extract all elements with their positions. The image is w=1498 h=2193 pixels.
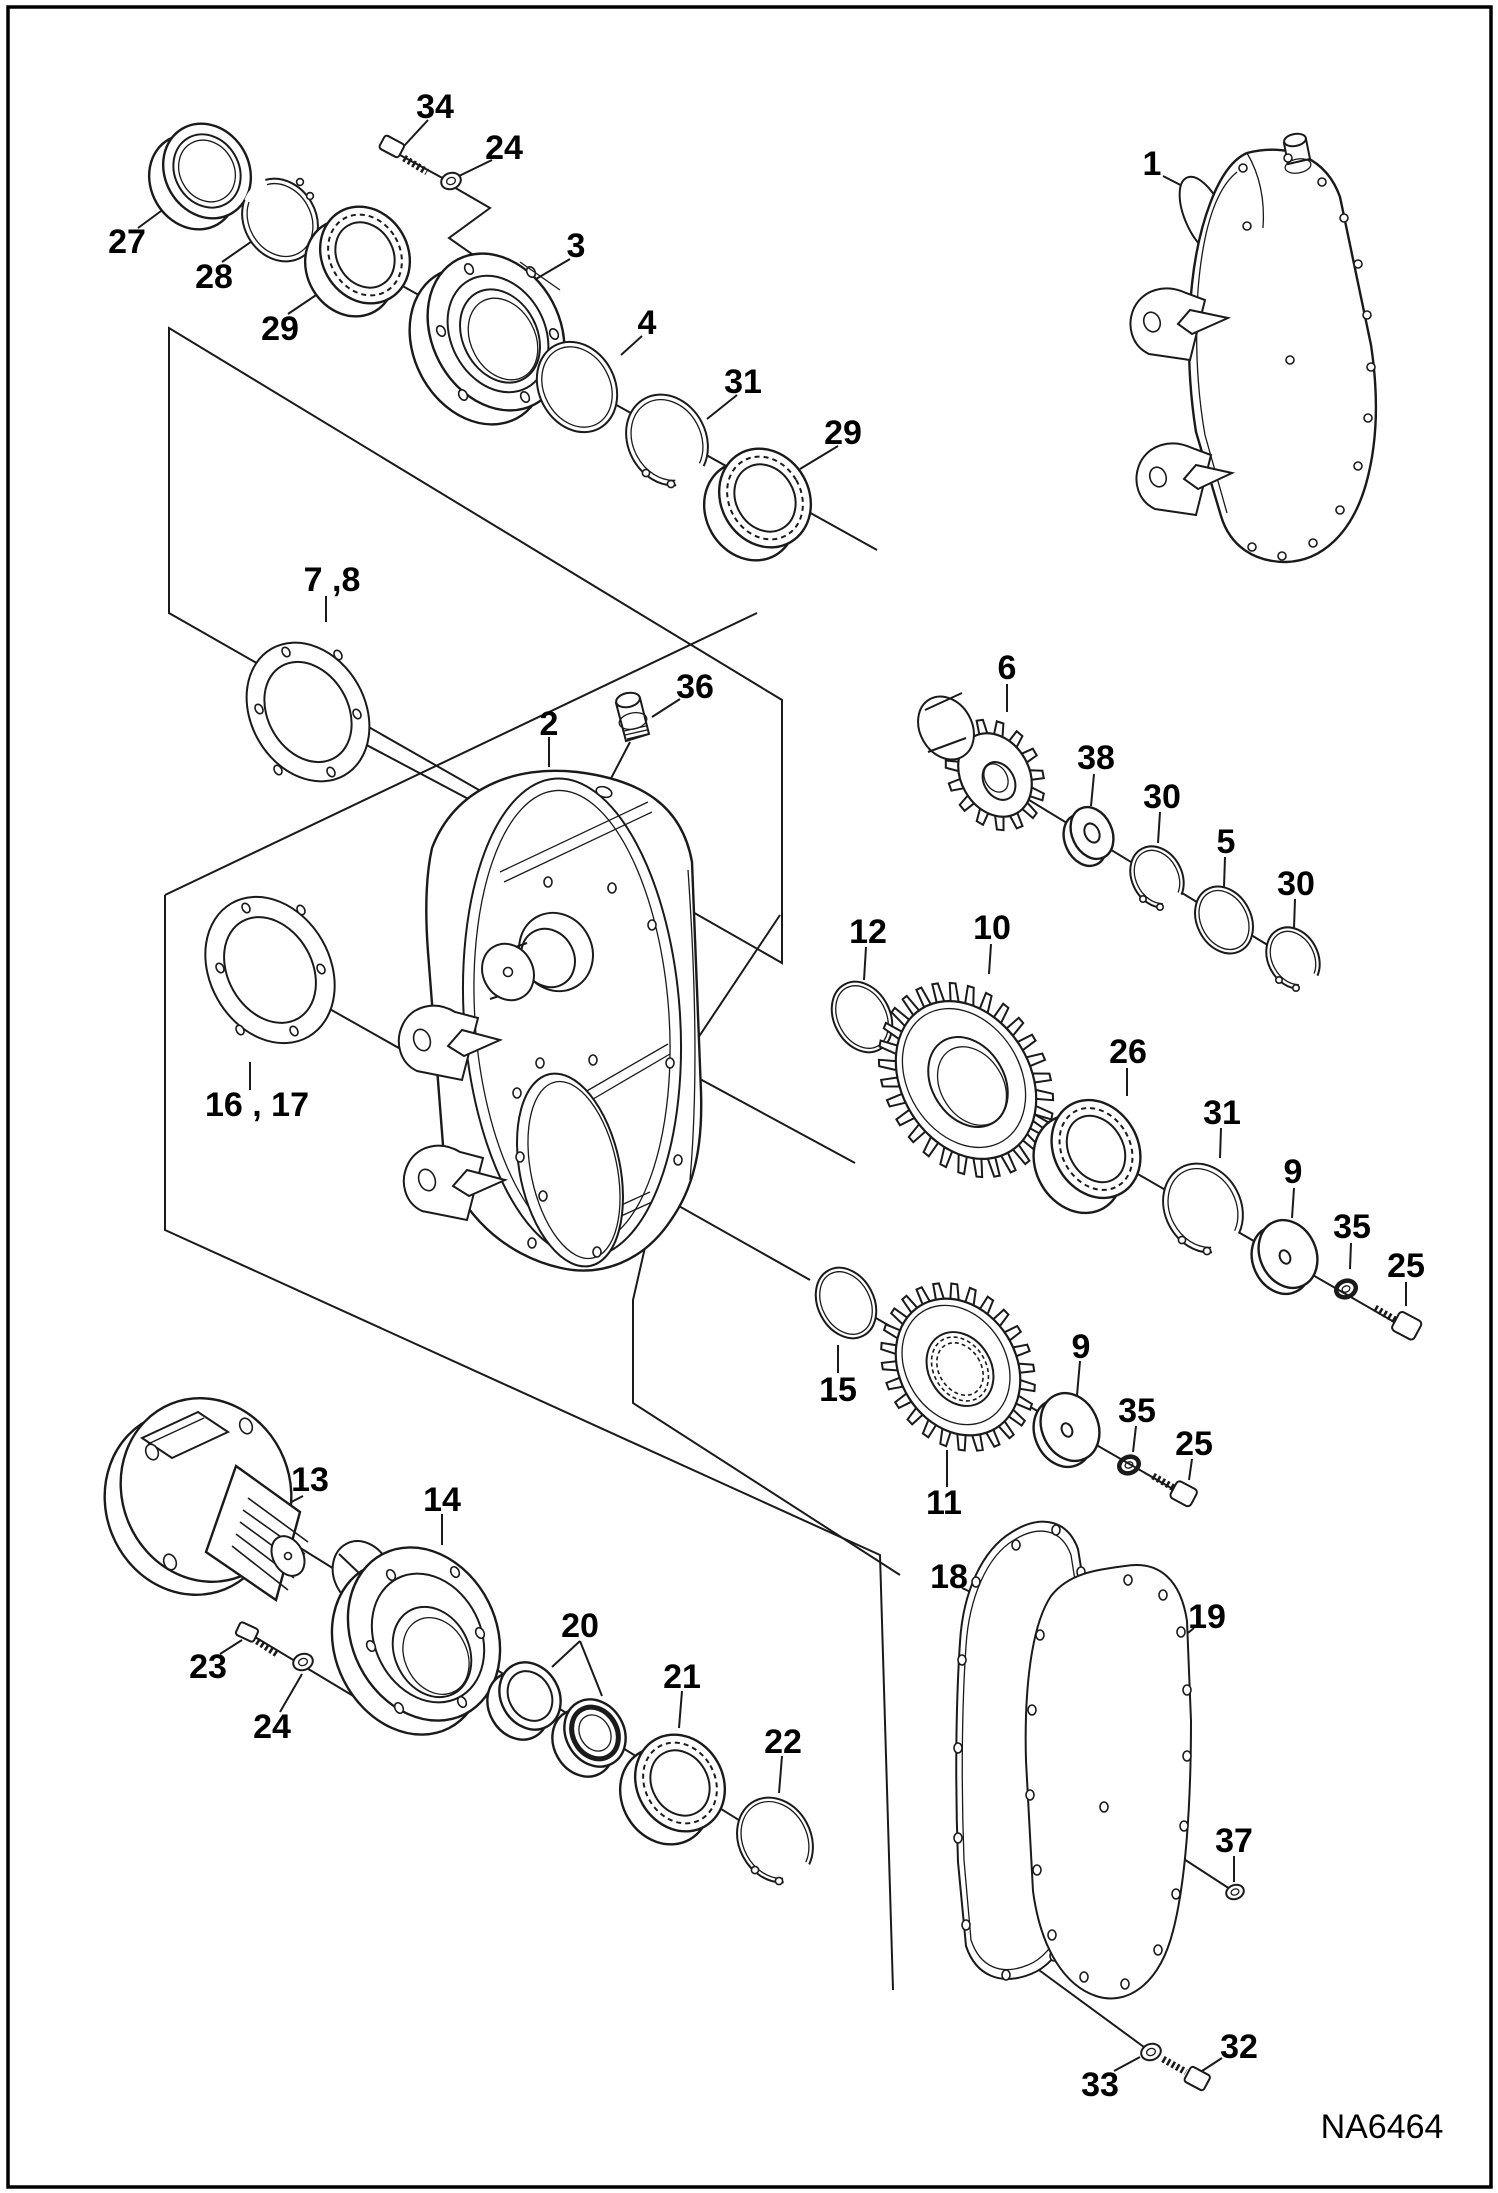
part-13-axle: [103, 1397, 309, 1602]
part-35-lock-washer: [1334, 1278, 1358, 1300]
part-2-gearcase-housing: [397, 769, 703, 1272]
callout-38: 38: [1077, 739, 1115, 777]
part-37-nut: [1225, 1883, 1245, 1901]
callout-7-8: 7 ,8: [304, 561, 361, 599]
part-30-snap-ring-b: [1265, 926, 1321, 992]
part-24-nut: [440, 171, 462, 191]
page-border: [6, 5, 1493, 2189]
callout-35b: 35: [1118, 1392, 1156, 1430]
callout-15: 15: [819, 1371, 857, 1409]
part-25-bolt-b: [1151, 1472, 1198, 1508]
callout-2: 2: [540, 705, 559, 743]
part-25-bolt: [1373, 1304, 1423, 1341]
part-10-gear-face: [901, 1007, 1027, 1149]
callout-9b: 9: [1072, 1328, 1091, 1366]
part-23-bolt: [234, 1621, 279, 1657]
part-15-oring: [814, 1266, 878, 1340]
callout-24b: 24: [253, 1708, 291, 1746]
part-22-snap-ring: [736, 1796, 814, 1886]
callout-14: 14: [423, 1481, 461, 1519]
callout-21: 21: [663, 1658, 701, 1696]
part-31-snap-ring: [625, 393, 709, 489]
part-5-ring: [1194, 885, 1254, 955]
callout-25a: 25: [1387, 1247, 1425, 1285]
callout-29a: 29: [261, 310, 299, 348]
callout-36: 36: [676, 668, 714, 706]
callout-32: 32: [1220, 2028, 1258, 2066]
part-36-plug: [614, 691, 651, 743]
callout-30b: 30: [1277, 865, 1315, 903]
callout-11: 11: [926, 1484, 962, 1522]
drawing-code: NA6464: [1321, 2108, 1444, 2146]
callout-6: 6: [998, 649, 1017, 687]
callout-37: 37: [1215, 1822, 1253, 1860]
part-35-lock-washer-b: [1117, 1454, 1141, 1476]
part-14-hub: [330, 1540, 502, 1736]
callout-27: 27: [108, 223, 146, 261]
part-19-cover: [1024, 1564, 1193, 2000]
part-6-gear-bore: [981, 761, 1017, 801]
part-9-washer-disc-b: [1032, 1391, 1101, 1469]
callout-12: 12: [849, 913, 887, 951]
part-31-snap-ring-b: [1162, 1162, 1244, 1256]
part-38-washer: [1062, 805, 1115, 868]
part-24-nut-b: [292, 1652, 314, 1672]
callout-20: 20: [561, 1607, 599, 1645]
part-29-bearing-b: [702, 447, 813, 562]
callout-13: 13: [291, 1461, 329, 1499]
callout-26: 26: [1109, 1033, 1147, 1071]
part-4-oring: [535, 340, 619, 434]
part-3-bearing-flange: [408, 252, 566, 426]
callout-33: 33: [1081, 2066, 1119, 2104]
callout-29b: 29: [824, 414, 862, 452]
callout-10: 10: [973, 909, 1011, 947]
callout-30a: 30: [1143, 778, 1181, 816]
part-9-washer-disc: [1250, 1218, 1319, 1296]
part-21-bearing: [618, 1733, 727, 1846]
callout-28: 28: [195, 258, 233, 296]
callout-1: 1: [1143, 145, 1162, 183]
part-6-gear-bore-inner: [983, 763, 1009, 793]
callout-16-17: 16 , 17: [205, 1086, 309, 1124]
callout-34: 34: [416, 88, 454, 126]
callout-labels: 34 24 27 28 29 3 4 31 29 1 7 ,8 2 36 6 3…: [108, 88, 1425, 2104]
callout-31b: 31: [1203, 1094, 1241, 1132]
callout-3: 3: [567, 227, 586, 265]
part-1-chaincase-assembly: [1129, 132, 1378, 564]
callout-18: 18: [930, 1558, 968, 1596]
part-12-oring: [830, 980, 894, 1054]
callout-24a: 24: [485, 129, 523, 167]
assembly-zone-frames: [164, 326, 901, 1991]
part-28-snap-ring: [241, 177, 319, 263]
part-29-bearing: [303, 205, 412, 318]
part-16-17-gasket: [204, 895, 336, 1045]
part-7-8-gasket: [245, 641, 371, 783]
part-30-snap-ring: [1129, 845, 1185, 911]
part-32-bolt: [1161, 2055, 1211, 2092]
part-20-seal-b: [551, 1698, 627, 1778]
callout-31a: 31: [724, 363, 762, 401]
part-6-gear: [917, 692, 1045, 832]
part-20-seal-a: [486, 1661, 562, 1741]
callout-22: 22: [764, 1723, 802, 1761]
part-33-washer: [1140, 2042, 1162, 2062]
part-11-gear-face: [901, 1304, 1011, 1426]
callout-25b: 25: [1175, 1425, 1213, 1463]
part-26-bearing: [1032, 1098, 1142, 1215]
callout-23: 23: [189, 1648, 227, 1686]
part-34-bolt: [378, 134, 429, 175]
callout-19: 19: [1188, 1598, 1226, 1636]
callout-5: 5: [1217, 823, 1236, 861]
callout-4: 4: [638, 304, 657, 342]
callout-9a: 9: [1284, 1153, 1303, 1191]
callout-35a: 35: [1333, 1208, 1371, 1246]
part-27-seal: [147, 122, 253, 231]
